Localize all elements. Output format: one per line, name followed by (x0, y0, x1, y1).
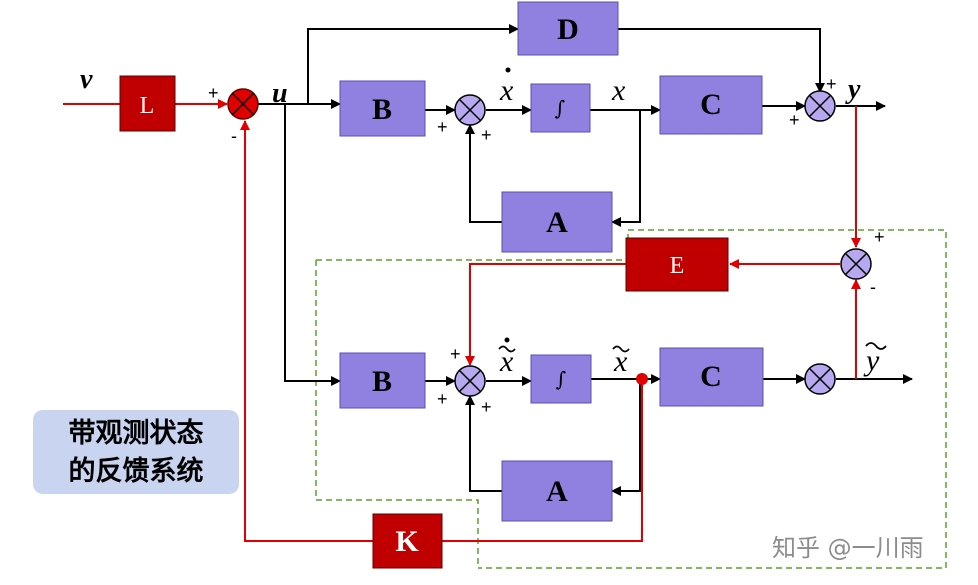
wire-a-to-sum2 (465, 124, 502, 223)
block-a-rect (501, 191, 613, 253)
block-e-label: E (670, 253, 685, 279)
caption-line-2: 的反馈系统 (68, 456, 204, 487)
integrator-rect (530, 83, 591, 133)
sign-s5-plus-bottom: + (481, 397, 492, 417)
observer-block-a-rect (501, 460, 613, 522)
block-b-rect (339, 80, 426, 137)
signal-v: v (80, 64, 93, 95)
caption-line-1: 带观测状态 (68, 418, 204, 449)
signal-x: x (611, 74, 626, 107)
sign-s1-minus: - (231, 126, 237, 146)
sign-s3-plus-top: + (826, 74, 837, 94)
observer-block-b-label: B (372, 365, 392, 398)
observer-block-b-rect (339, 352, 426, 409)
block-e-rect (625, 237, 729, 292)
integrator-label: ∫ (555, 96, 565, 120)
wire-e-sum5 (465, 263, 626, 366)
wire-x-to-a (611, 110, 641, 227)
summing-junction-observer (454, 365, 486, 397)
summing-junction-state (454, 94, 486, 126)
block-d-label: D (557, 13, 579, 46)
sign-s5-plus-left: + (437, 389, 448, 409)
wire-a-to-sum5 (465, 395, 502, 492)
observer-integrator-label: ∫ (556, 367, 566, 391)
wire-xhat-to-k (442, 379, 643, 542)
watermark: 知乎 @一川雨 (772, 534, 924, 562)
sign-s2-plus-left: + (437, 117, 448, 137)
xhat-dot-mark (504, 337, 510, 343)
block-l-rect (119, 75, 176, 132)
block-b-label: B (372, 93, 392, 126)
sign-s4-minus: - (870, 277, 876, 297)
signal-u: u (272, 78, 288, 109)
block-c-label: C (700, 88, 722, 121)
sign-s4-plus: + (874, 227, 885, 247)
wire-u-to-observer (284, 104, 341, 386)
summing-junction-output (804, 90, 836, 122)
x-dot-mark (505, 67, 511, 73)
wire-d-to-sum (618, 28, 825, 93)
block-k-label: K (395, 525, 419, 558)
wire-u-to-d (307, 24, 519, 104)
observer-integrator-rect (530, 354, 592, 404)
sign-s3-plus-left: + (789, 110, 800, 130)
xhat-dot-tilde (498, 345, 516, 353)
block-k-rect (372, 513, 443, 569)
wire-k-to-sum1 (240, 120, 373, 542)
observer-block-c-label: C (700, 360, 722, 393)
block-a-label: A (546, 206, 568, 239)
summing-junction-observer-output (804, 363, 836, 395)
yhat-tilde (865, 342, 887, 350)
signal-xhat: x (613, 345, 628, 378)
wire-xhat-to-a (611, 379, 641, 496)
observer-block-a-label: A (546, 475, 568, 508)
signal-x-dot: x (499, 74, 514, 107)
sign-s5-plus-top: + (450, 344, 461, 364)
signal-xhat-dot: x (499, 345, 514, 378)
summing-junction-error (840, 248, 872, 280)
sign-s2-plus-bottom: + (481, 125, 492, 145)
signal-yhat: y (863, 344, 880, 377)
xhat-pickoff-dot (636, 373, 648, 385)
block-d-rect (517, 1, 619, 56)
block-c-rect (659, 75, 763, 135)
caption-box: 带观测状态 的反馈系统 (33, 410, 239, 494)
sign-s1-plus: + (208, 83, 219, 103)
summing-junction-input (227, 88, 259, 120)
observer-block-c-rect (659, 347, 764, 407)
block-l-label: L (140, 93, 155, 119)
xhat-tilde (612, 345, 630, 353)
signal-y: y (845, 74, 861, 105)
